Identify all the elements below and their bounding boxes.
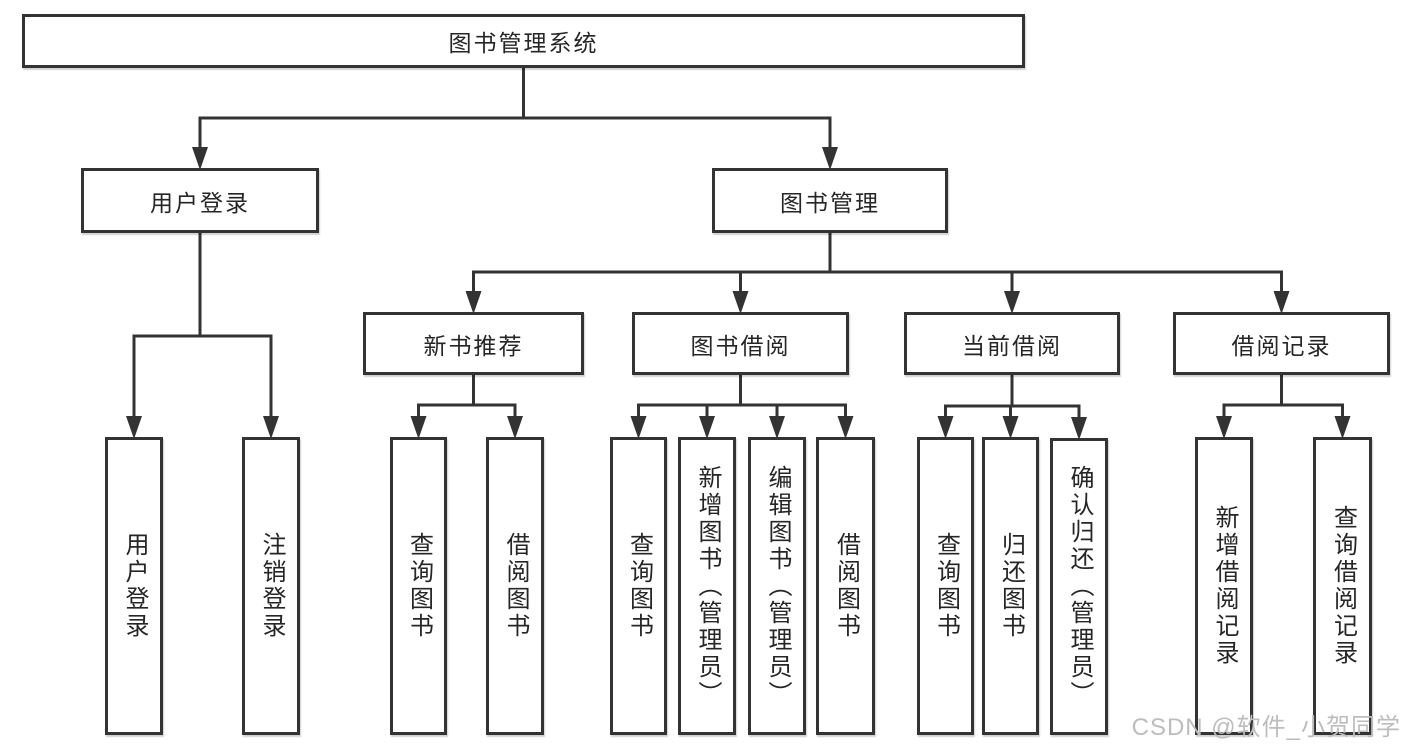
arrowhead-icon [1334, 416, 1351, 439]
node-label: 确认归还（管理员） [1066, 465, 1093, 708]
arrowhead-icon [192, 147, 208, 170]
node-label: 新书推荐 [423, 332, 524, 359]
node-label: 图书借阅 [690, 332, 791, 359]
node-label: 借阅图书 [502, 532, 529, 640]
connector-root [192, 66, 838, 170]
arrowhead-icon [465, 291, 482, 314]
arrowhead-icon [126, 416, 142, 439]
node-label: 图书管理系统 [448, 30, 599, 56]
leaf-borrow-books-2: 借阅图书 [816, 437, 875, 735]
node-current-borrowing: 当前借阅 [904, 312, 1120, 375]
arrowhead-icon [699, 416, 715, 439]
arrowhead-icon [410, 416, 427, 439]
csdn-watermark: CSDN @软件_小贺同学 [1131, 714, 1401, 741]
node-label: 归还图书 [997, 532, 1025, 640]
node-book-management: 图书管理 [712, 168, 948, 233]
arrowhead-icon [1004, 291, 1020, 314]
leaf-return-books: 归还图书 [982, 437, 1039, 735]
arrowhead-icon [263, 416, 279, 439]
leaf-query-books-2: 查询图书 [610, 437, 667, 735]
leaf-confirm-return-admin: 确认归还（管理员） [1050, 438, 1108, 735]
arrowhead-icon [837, 416, 854, 439]
arrowhead-icon [732, 291, 749, 314]
node-label: 新增图书（管理员） [694, 464, 721, 708]
connector-book-mgmt [465, 231, 1290, 314]
leaf-add-borrow-record: 新增借阅记录 [1195, 437, 1253, 735]
connector-user-login [126, 231, 279, 439]
node-label: 查询借阅记录 [1329, 505, 1357, 667]
connector-records [1216, 373, 1351, 439]
leaf-query-books-3: 查询图书 [917, 437, 974, 735]
arrowhead-icon [1273, 291, 1290, 314]
leaf-user-login: 用户登录 [105, 437, 163, 735]
arrowhead-icon [822, 147, 838, 170]
node-label: 借阅记录 [1231, 332, 1332, 359]
arrowhead-icon [1216, 416, 1232, 439]
arrowhead-icon [630, 416, 647, 439]
node-label: 查询图书 [405, 532, 433, 640]
connector-new-book [410, 373, 523, 439]
node-user-login: 用户登录 [81, 168, 319, 233]
arrowhead-icon [1002, 416, 1019, 439]
leaf-edit-books-admin: 编辑图书（管理员） [748, 437, 806, 735]
node-label: 图书管理 [780, 189, 880, 216]
arrowhead-icon [1071, 417, 1087, 440]
arrowhead-icon [769, 416, 785, 439]
node-label: 查询图书 [932, 532, 960, 640]
node-label: 用户登录 [121, 532, 148, 640]
node-borrowing-records: 借阅记录 [1173, 312, 1390, 375]
node-label: 用户登录 [150, 189, 250, 216]
leaf-borrow-books-1: 借阅图书 [486, 437, 544, 735]
node-new-book-recommend: 新书推荐 [363, 312, 584, 375]
leaf-logout-login: 注销登录 [242, 437, 300, 735]
node-label: 编辑图书（管理员） [764, 464, 791, 708]
node-book-borrowing: 图书借阅 [632, 312, 849, 375]
leaf-add-books-admin: 新增图书（管理员） [678, 437, 736, 735]
connector-current [937, 373, 1087, 440]
node-label: 当前借阅 [962, 332, 1062, 359]
leaf-query-borrow-record: 查询借阅记录 [1313, 437, 1372, 735]
node-label: 新增借阅记录 [1211, 505, 1238, 667]
connector-borrowing [630, 373, 854, 439]
arrowhead-icon [937, 416, 954, 439]
node-label: 注销登录 [258, 532, 285, 640]
node-library-management-system: 图书管理系统 [22, 14, 1025, 68]
node-label: 查询图书 [625, 532, 653, 640]
leaf-query-books-1: 查询图书 [390, 437, 447, 735]
node-label: 借阅图书 [832, 532, 860, 640]
arrowhead-icon [507, 416, 523, 439]
